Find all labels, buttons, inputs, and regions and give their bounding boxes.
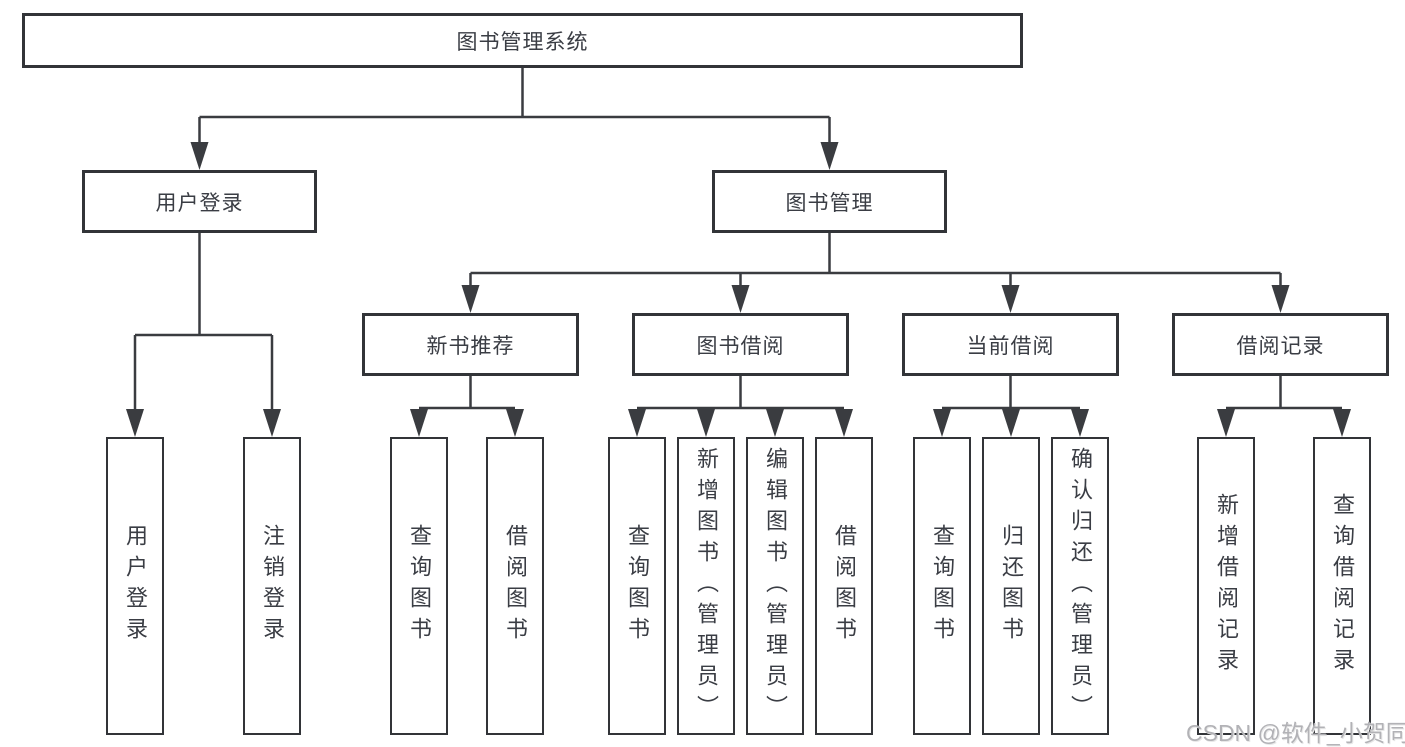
leaf-query-book-borrow: 查询图书 — [608, 437, 666, 735]
leaf-label: 借阅图书 — [503, 524, 528, 648]
leaf-add-book-admin: 新增图书（管理员） — [677, 437, 735, 735]
node-new-book-recommend: 新书推荐 — [362, 313, 579, 376]
leaf-label: 查询图书 — [407, 524, 432, 648]
leaf-label: 查询图书 — [930, 524, 955, 648]
leaf-edit-book-admin: 编辑图书（管理员） — [746, 437, 804, 735]
leaf-label: 新增图书（管理员） — [694, 446, 719, 726]
csdn-watermark: CSDN @软件_小贺同学 — [1186, 720, 1405, 746]
leaf-borrow-book: 借阅图书 — [815, 437, 873, 735]
leaf-label: 新增借阅记录 — [1214, 493, 1239, 679]
leaf-query-borrow-record: 查询借阅记录 — [1313, 437, 1371, 735]
leaf-label: 编辑图书（管理员） — [763, 446, 788, 726]
leaf-query-book-recommend: 查询图书 — [390, 437, 448, 735]
node-system-root: 图书管理系统 — [22, 13, 1023, 68]
leaf-query-book-current: 查询图书 — [913, 437, 971, 735]
leaf-logout: 注销登录 — [243, 437, 301, 735]
node-book-management: 图书管理 — [712, 170, 947, 233]
node-current-borrow: 当前借阅 — [902, 313, 1119, 376]
leaf-label: 借阅图书 — [832, 524, 857, 648]
leaf-label: 注销登录 — [260, 524, 285, 648]
leaf-borrow-book-recommend: 借阅图书 — [486, 437, 544, 735]
node-borrow-record: 借阅记录 — [1172, 313, 1389, 376]
leaf-label: 归还图书 — [999, 524, 1024, 648]
leaf-add-borrow-record: 新增借阅记录 — [1197, 437, 1255, 735]
leaf-return-book: 归还图书 — [982, 437, 1040, 735]
leaf-user-login: 用户登录 — [106, 437, 164, 735]
leaf-label: 用户登录 — [123, 524, 148, 648]
leaf-label: 确认归还（管理员） — [1068, 446, 1093, 726]
leaf-label: 查询图书 — [625, 524, 650, 648]
leaf-confirm-return-admin: 确认归还（管理员） — [1051, 437, 1109, 735]
node-book-borrow: 图书借阅 — [632, 313, 849, 376]
node-user-login: 用户登录 — [82, 170, 317, 233]
leaf-label: 查询借阅记录 — [1330, 493, 1355, 679]
